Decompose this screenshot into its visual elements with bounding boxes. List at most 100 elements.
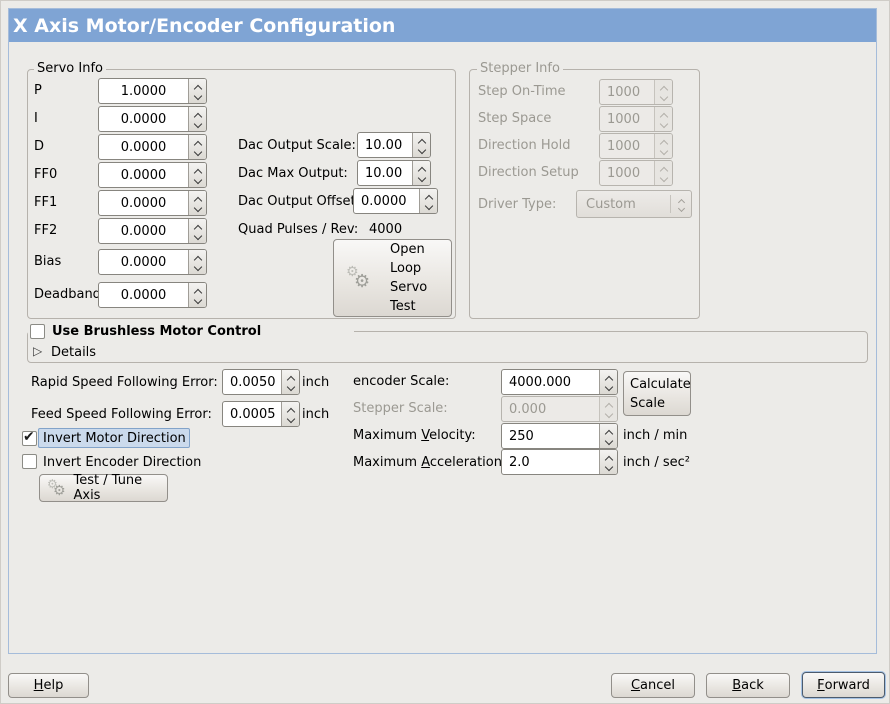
stepper-info-legend: Stepper Info [477, 61, 563, 76]
chevron-down-icon[interactable] [193, 203, 202, 213]
dialog-titlebar: X Axis Motor/Encoder Configuration [9, 9, 876, 42]
encoder-scale-spinbox[interactable]: 4000.000 [501, 369, 618, 395]
dac-output-scale-label: Dac Output Scale: [238, 138, 356, 153]
invert-motor-label[interactable]: Invert Motor Direction [43, 431, 186, 446]
servo-deadband-label: Deadband [34, 287, 101, 302]
spin-buttons[interactable] [188, 135, 206, 159]
direction-hold-spinbox: 1000 [599, 133, 673, 159]
chevron-down-icon[interactable] [193, 91, 202, 101]
chevron-down-icon[interactable] [424, 201, 433, 211]
spin-buttons[interactable] [281, 402, 299, 426]
invert-encoder-label[interactable]: Invert Encoder Direction [43, 455, 202, 470]
chevron-down-icon[interactable] [417, 145, 426, 155]
chevron-down-icon[interactable] [604, 462, 613, 472]
servo-ff0-label: FF0 [34, 167, 58, 182]
servo-bias-label: Bias [34, 254, 62, 269]
spin-buttons[interactable] [281, 370, 299, 394]
spin-buttons[interactable] [188, 191, 206, 215]
details-expander-label[interactable]: Details [51, 345, 97, 360]
chevron-down-icon[interactable] [193, 262, 202, 272]
spin-buttons[interactable] [599, 450, 617, 474]
dac-max-output-spinbox[interactable]: 10.00 [357, 160, 431, 186]
expander-triangle-icon[interactable]: ▷ [33, 344, 43, 358]
servo-i-label: I [34, 111, 38, 126]
page-title: X Axis Motor/Encoder Configuration [13, 14, 396, 37]
chevron-down-icon[interactable] [286, 414, 295, 424]
chevron-down-icon[interactable] [286, 382, 295, 392]
chevron-down-icon[interactable] [193, 147, 202, 157]
driver-type-label: Driver Type: [478, 197, 557, 212]
servo-ff2-label: FF2 [34, 223, 58, 238]
chevron-down-icon[interactable] [417, 173, 426, 183]
invert-motor-checkbox[interactable]: ✔ [22, 429, 37, 446]
stepper-info-frame [469, 69, 700, 319]
servo-d-label: D [34, 139, 45, 154]
chevron-down-icon[interactable] [193, 175, 202, 185]
chevron-down-icon[interactable] [193, 295, 202, 305]
servo-ff2-spinbox[interactable]: 0.0000 [98, 218, 207, 244]
calculate-scale-button[interactable]: Calculate Scale [623, 371, 691, 416]
stepper-scale-spinbox: 0.000 [501, 396, 618, 422]
spin-buttons[interactable] [599, 424, 617, 448]
chevron-down-icon[interactable] [193, 119, 202, 129]
chevron-down-icon [604, 409, 613, 419]
spin-buttons[interactable] [188, 219, 206, 243]
invert-motor-label-highlight[interactable] [38, 428, 190, 448]
chevron-down-icon[interactable] [604, 436, 613, 446]
servo-bias-spinbox[interactable]: 0.0000 [98, 249, 207, 275]
spin-buttons[interactable] [412, 133, 430, 157]
servo-i-spinbox[interactable]: 0.0000 [98, 106, 207, 132]
spin-buttons [599, 397, 617, 421]
button-label: Test / Tune Axis [73, 473, 143, 503]
chevron-down-icon[interactable] [193, 231, 202, 241]
spin-buttons[interactable] [412, 161, 430, 185]
use-brushless-label[interactable]: Use Brushless Motor Control [52, 324, 262, 339]
feed-following-error-spinbox[interactable]: 0.0005 [222, 401, 300, 427]
spin-buttons[interactable] [599, 370, 617, 394]
dac-output-scale-spinbox[interactable]: 10.00 [357, 132, 431, 158]
button-label: Open Loop Servo Test [390, 242, 428, 314]
step-on-time-spinbox: 1000 [599, 79, 673, 105]
open-loop-servo-test-button[interactable]: ⚙ ⚙ Open Loop Servo Test [333, 239, 452, 317]
feed-following-error-unit: inch [302, 407, 330, 422]
spin-buttons[interactable] [188, 163, 206, 187]
dac-output-offset-spinbox[interactable]: 0.0000 [353, 188, 438, 214]
servo-ff0-spinbox[interactable]: 0.0000 [98, 162, 207, 188]
direction-setup-label: Direction Setup [478, 165, 579, 180]
spin-buttons [654, 161, 672, 185]
use-brushless-checkbox[interactable]: ✔ [30, 324, 45, 339]
servo-ff1-label: FF1 [34, 195, 58, 210]
servo-deadband-spinbox[interactable]: 0.0000 [98, 282, 207, 308]
test-tune-axis-button[interactable]: ⚙ ⚙ Test / Tune Axis [39, 473, 168, 503]
encoder-scale-label: encoder Scale: [353, 374, 450, 389]
chevron-down-icon[interactable] [604, 382, 613, 392]
max-acceleration-unit: inch / sec² [623, 455, 691, 470]
spin-buttons[interactable] [188, 79, 206, 103]
servo-ff1-spinbox[interactable]: 0.0000 [98, 190, 207, 216]
servo-info-frame [27, 69, 456, 319]
servo-d-spinbox[interactable]: 0.0000 [98, 134, 207, 160]
quad-pulses-value: 4000 [369, 222, 403, 237]
max-acceleration-spinbox[interactable]: 2.0 [501, 449, 618, 475]
spin-buttons[interactable] [419, 189, 437, 213]
rapid-following-error-spinbox[interactable]: 0.0050 [222, 369, 300, 395]
step-space-spinbox: 1000 [599, 106, 673, 132]
spin-buttons[interactable] [188, 283, 206, 307]
spin-buttons[interactable] [188, 107, 206, 131]
invert-encoder-checkbox[interactable]: ✔ [22, 454, 37, 469]
servo-p-spinbox[interactable]: 1.0000 [98, 78, 207, 104]
step-on-time-label: Step On-Time [478, 84, 566, 99]
max-acceleration-label: Maximum Acceleration: [353, 455, 507, 470]
max-velocity-unit: inch / min [623, 428, 688, 443]
stepper-scale-label: Stepper Scale: [353, 401, 448, 416]
gears-icon: ⚙ ⚙ [346, 264, 371, 292]
servo-info-legend: Servo Info [34, 61, 106, 76]
chevron-down-icon [659, 173, 668, 183]
max-velocity-spinbox[interactable]: 250 [501, 423, 618, 449]
spin-buttons[interactable] [188, 250, 206, 274]
